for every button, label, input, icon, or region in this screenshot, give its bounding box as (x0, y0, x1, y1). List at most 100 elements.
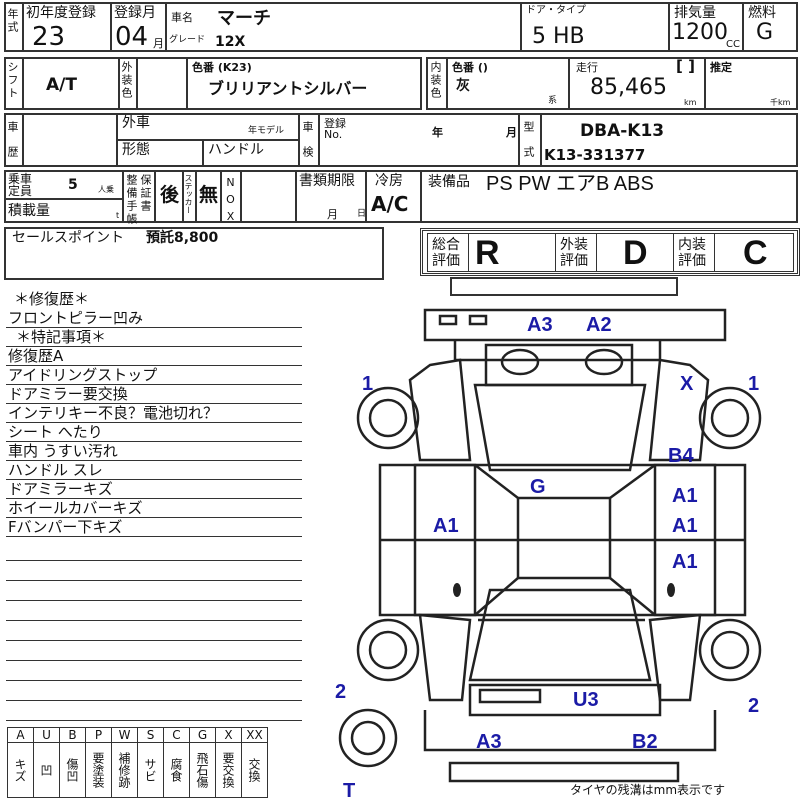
note-line: 修復歴A (6, 347, 302, 366)
import-cell: 外車年モデル (116, 113, 300, 141)
model-code: DBA-K13 (580, 121, 665, 141)
nox-label: NOX (224, 176, 237, 227)
grade-label: グレード (169, 35, 206, 45)
legend-code: W (111, 727, 138, 743)
mark-a1-right-2: A1 (672, 515, 698, 537)
mirror-mark (453, 583, 461, 597)
mark-b4: B4 (668, 445, 694, 467)
legend-meaning: 傷凹 (59, 742, 86, 798)
note-line: 車内 うすい汚れ (6, 442, 302, 461)
fuel: G (756, 20, 774, 45)
ton-unit: t (116, 211, 120, 220)
interior-label: 内装評価 (678, 237, 706, 269)
nox-blank (240, 170, 297, 223)
mark-front-left-tire: 1 (362, 373, 373, 395)
legend-meaning: サビ (137, 742, 164, 798)
overall-grade: R (475, 234, 500, 272)
legend-meaning: 飛石傷 (189, 742, 216, 798)
mark-front-a2: A2 (586, 314, 612, 336)
exterior-label-cell: 外装評価 (555, 233, 597, 272)
note-line (6, 622, 302, 641)
note-line: シート へたり (6, 423, 302, 442)
sticker-label: ステッカー (184, 174, 193, 214)
month-label: 月 (506, 126, 517, 139)
color-code-label: 色番 (K23) (192, 61, 252, 74)
legend-meaning: 補修跡 (111, 742, 138, 798)
tire-tread-note: タイヤの残溝はmm表示です (570, 783, 726, 797)
color-cell: 色番 (K23) ブリリアントシルバー (186, 57, 422, 110)
equipment-label: 装備品 (428, 174, 470, 190)
door-label: ドア・タイプ (526, 5, 586, 16)
capacity-label: 乗車定員 (8, 172, 33, 198)
month-unit: 月 (153, 37, 164, 50)
int-code-label: 色番 () (452, 61, 488, 74)
manual-label-cell: 整備手帳保証書 (122, 170, 156, 226)
form-label: 形態 (122, 142, 150, 158)
docs-day: 日 (357, 209, 367, 219)
shift-label: シフト (6, 61, 19, 100)
door-type: 5 HB (532, 24, 585, 49)
note-line (6, 562, 302, 581)
int-color-label-cell: 内装色 (426, 57, 448, 110)
ac-label: 冷房 (375, 173, 403, 189)
reg-no-label: 登録 No. (324, 117, 346, 141)
note-line (6, 582, 302, 601)
door-cell: ドア・タイプ 5 HB (520, 2, 670, 52)
capacity: 5 (68, 177, 78, 193)
inspection-label: 車検 (301, 121, 314, 171)
manual-label: 整備手帳 (125, 174, 138, 226)
estimate-label: 推定 (710, 61, 732, 74)
note-line: ホイールカバーキズ (6, 499, 302, 518)
reg-month-label: 登録月 (114, 5, 156, 21)
int-color-label: 内装色 (429, 61, 442, 100)
first-reg: 23 (32, 22, 66, 52)
handle-cell: ハンドル (202, 139, 300, 167)
note-line (6, 662, 302, 681)
grade: 12X (215, 34, 246, 50)
note-line (6, 682, 302, 701)
note-line (6, 602, 302, 621)
exterior-grade: D (623, 234, 648, 272)
note-line: ＊特記事項＊ (6, 328, 302, 347)
exterior-label: 外装評価 (560, 237, 588, 269)
mark-a1-left: A1 (433, 515, 459, 537)
interior-grade: C (743, 234, 768, 272)
note-line: ハンドル スレ (6, 461, 302, 480)
displacement-label: 排気量 (674, 5, 716, 21)
car-name: マーチ (217, 8, 271, 29)
note-line: アイドリングストップ (6, 366, 302, 385)
legend-meaning: 凹 (33, 742, 60, 798)
thousand-km-unit: 千km (770, 98, 791, 107)
mark-a1-right-1: A1 (672, 485, 698, 507)
shift-value-cell: A/T (22, 57, 120, 110)
mark-rear-b2: B2 (632, 731, 658, 753)
import-label: 外車 (122, 115, 150, 131)
mark-front-right-tire: 1 (748, 373, 759, 395)
equipment: PS PW エアB ABS (486, 173, 654, 195)
chassis-number: K13-331377 (544, 146, 646, 164)
legend-meaning: 要交換 (215, 742, 242, 798)
sales-point-box: セールスポイント預託8,800 (4, 227, 384, 280)
car-name-cell: 車名 マーチグレード 12X (165, 2, 522, 52)
model-year-label: 年モデル (248, 126, 285, 136)
note-line: インテリキー不良？電池切れ？ (6, 404, 302, 423)
nenshiki-label: 年式 (6, 8, 19, 34)
inspection-cell: 登録 No.年月 (318, 113, 520, 167)
car-name-label: 車名 (171, 11, 193, 24)
docs-label: 書類期限 (299, 173, 355, 189)
mark-rear-a3: A3 (476, 731, 502, 753)
first-reg-label: 初年度登録 (26, 5, 96, 21)
mileage: 85,465 (590, 75, 667, 100)
color-name: ブリリアントシルバー (208, 79, 368, 98)
legend-meaning: 腐食 (163, 742, 190, 798)
warranty-label: 保証書 (139, 174, 152, 213)
interior-grade-cell: C (714, 233, 794, 272)
note-line: Fバンパー下キズ (6, 518, 302, 537)
legend-code: G (189, 727, 216, 743)
